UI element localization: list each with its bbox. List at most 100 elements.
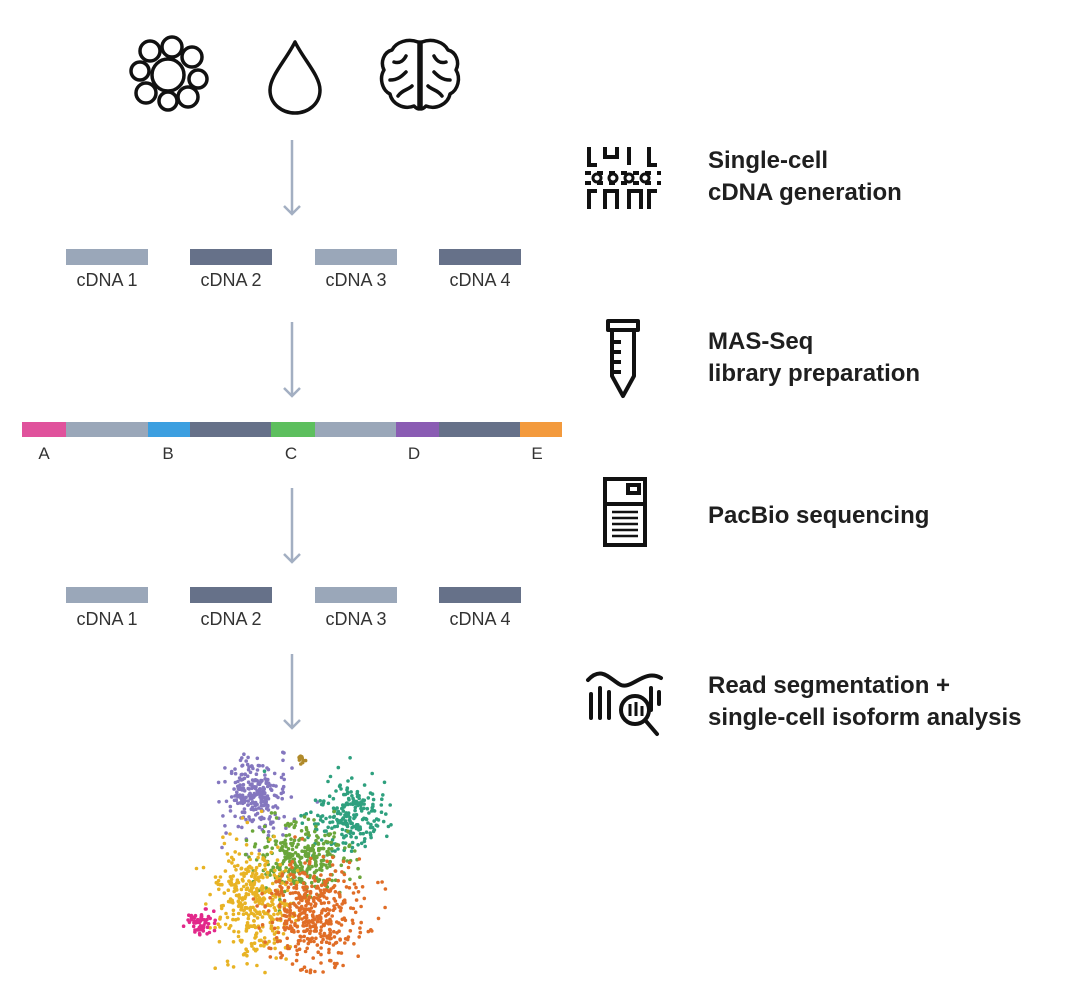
analysis-magnifier-icon: [586, 671, 663, 736]
cluster-cell-dot: [376, 818, 381, 822]
cluster-cell-dot: [322, 923, 326, 928]
cluster-cell-dot: [356, 954, 360, 958]
cluster-cell-dot: [296, 853, 300, 857]
cluster-cell-dot: [238, 896, 242, 900]
cluster-cell-dot: [328, 936, 332, 941]
cluster-cell-dot: [268, 896, 272, 900]
cluster-cell-dot: [330, 863, 335, 867]
cluster-cell-dot: [233, 767, 237, 771]
cluster-cell-dot: [319, 901, 324, 906]
cluster-cell-dot: [332, 831, 337, 835]
cluster-cell-dot: [233, 850, 237, 854]
cluster-cell-dot: [303, 845, 307, 850]
cluster-cell-dot: [245, 886, 250, 890]
cluster-cell-dot: [262, 936, 267, 940]
cluster-cell-dot: [327, 794, 332, 798]
cluster-cell-dot: [250, 796, 254, 800]
cluster-cell-dot: [339, 821, 344, 825]
cluster-cell-dot: [327, 947, 331, 952]
cluster-cell-dot: [260, 915, 265, 919]
cluster-cell-dot: [371, 802, 375, 807]
cluster-cell-dot: [345, 788, 349, 792]
cluster-cell-dot: [300, 821, 305, 825]
cluster-cell-dot: [212, 928, 217, 933]
cluster-cell-dot: [319, 883, 324, 888]
cluster-cell-dot: [239, 772, 244, 777]
cluster-cell-dot: [318, 799, 322, 803]
cluster-cell-dot: [311, 843, 315, 848]
cluster-cell-dot: [226, 963, 230, 967]
cluster-cell-dot: [328, 774, 333, 779]
cluster-cell-dot: [350, 845, 355, 850]
cluster-cell-dot: [346, 935, 351, 939]
cluster-cell-dot: [297, 901, 301, 905]
cluster-cell-dot: [369, 822, 373, 827]
cluster-cell-dot: [344, 834, 348, 838]
cluster-cell-dot: [246, 913, 251, 917]
cluster-cell-dot: [272, 932, 277, 936]
cluster-cell-dot: [225, 959, 230, 964]
cluster-cell-dot: [317, 852, 321, 857]
cluster-cell-dot: [372, 819, 376, 823]
cluster-cell-dot: [250, 944, 254, 948]
cluster-cell-dot: [286, 821, 290, 826]
cluster-cell-dot: [282, 889, 287, 894]
cluster-cell-dot: [285, 880, 289, 885]
cluster-cell-dot: [333, 849, 337, 853]
cluster-cell-dot: [231, 940, 236, 944]
cluster-cell-dot: [225, 915, 230, 920]
cluster-cell-dot: [233, 814, 237, 819]
cluster-cell-dot: [240, 756, 244, 760]
cluster-cell-dot: [260, 803, 265, 808]
cluster-cell-dot: [242, 800, 247, 805]
cluster-cell-dot: [297, 872, 302, 876]
cluster-cell-dot: [307, 895, 312, 900]
cluster-cell-dot: [287, 926, 291, 931]
cluster-cell-dot: [281, 859, 286, 864]
cluster-cell-dot: [335, 817, 339, 822]
cluster-cell-dot: [319, 952, 323, 957]
cluster-cell-dot: [192, 919, 197, 923]
cluster-cell-dot: [253, 868, 258, 873]
cluster-cell-dot: [274, 936, 279, 940]
cluster-cell-dot: [319, 911, 324, 915]
cluster-cell-dot: [320, 814, 325, 818]
insert-2: [190, 422, 271, 437]
cluster-cell-dot: [270, 881, 275, 886]
cluster-cell-dot: [274, 784, 278, 788]
cluster-cell-dot: [351, 796, 355, 801]
cluster-cell-dot: [303, 853, 308, 857]
cluster-cell-dot: [240, 903, 244, 907]
cluster-cell-dot: [266, 830, 271, 834]
cluster-cell-dot: [256, 763, 261, 768]
cluster-cell-dot: [254, 772, 259, 776]
cluster-cell-dot: [321, 858, 326, 862]
cluster-cell-dot: [236, 863, 240, 868]
cluster-cell-dot: [241, 912, 246, 916]
cluster-cell-dot: [336, 821, 341, 825]
cluster-cell-dot: [307, 861, 312, 866]
cluster-cell-dot: [252, 919, 256, 923]
cluster-cell-dot: [359, 920, 363, 925]
cluster-cell-dot: [232, 929, 236, 934]
cluster-cell-dot: [328, 859, 332, 864]
cluster-cell-dot: [236, 904, 241, 909]
cluster-cell-dot: [308, 867, 312, 871]
cluster-cell-dot: [350, 840, 355, 845]
cluster-cell-dot: [242, 752, 246, 756]
cluster-cell-dot: [263, 845, 267, 850]
cluster-cell-dot: [269, 850, 273, 855]
cluster-cell-dot: [309, 810, 313, 814]
cluster-cell-dot: [385, 834, 389, 839]
cluster-cell-dot: [254, 877, 258, 882]
cluster-cell-dot: [379, 803, 384, 807]
cluster-cell-dot: [332, 814, 336, 819]
cluster-cell-dot: [349, 834, 353, 839]
cluster-cell-dot: [313, 862, 318, 867]
cluster-cell-dot: [220, 845, 224, 850]
cluster-cell-dot: [262, 787, 266, 791]
cluster-cell-dot: [259, 943, 263, 948]
cluster-cell-dot: [263, 970, 267, 975]
cluster-cell-dot: [258, 912, 262, 917]
cluster-cell-dot: [305, 874, 310, 879]
